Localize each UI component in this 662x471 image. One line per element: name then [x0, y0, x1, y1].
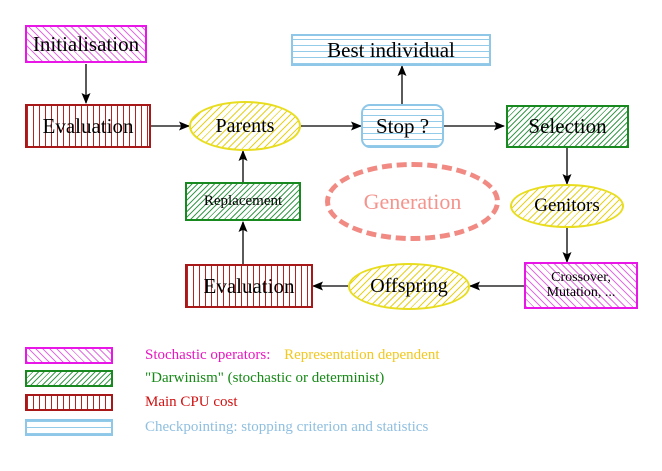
- legend-swatch-magenta-diagonal-hatch: [25, 347, 113, 364]
- legend-label-darwinism: "Darwinism" (stochastic or determinist): [145, 370, 385, 386]
- legend-extra-representation: Representation dependent: [284, 347, 440, 363]
- legend-label-cpu-cost: Main CPU cost: [145, 394, 238, 410]
- node-genitors[interactable]: Genitors: [510, 184, 624, 228]
- node-selection[interactable]: Selection: [506, 105, 629, 148]
- node-offspring[interactable]: Offspring: [348, 263, 470, 310]
- node-evaluation-bottom[interactable]: Evaluation: [185, 264, 313, 308]
- legend-label-checkpointing: Checkpointing: stopping criterion and st…: [145, 419, 429, 435]
- node-replacement[interactable]: Replacement: [185, 182, 301, 221]
- legend-row-stochastic: Stochastic operators: Representation dep…: [25, 347, 440, 364]
- legend-row-checkpointing: Checkpointing: stopping criterion and st…: [25, 419, 428, 436]
- node-generation: Generation: [325, 162, 500, 241]
- node-evaluation-top[interactable]: Evaluation: [25, 104, 151, 148]
- legend-label-stochastic: Stochastic operators:: [145, 347, 271, 363]
- legend-swatch-blue-horizontal-hatch: [25, 419, 113, 436]
- legend-swatch-red-vertical-hatch: [25, 394, 113, 411]
- legend-row-cpu-cost: Main CPU cost: [25, 394, 238, 411]
- node-crossover-mutation[interactable]: Crossover, Mutation, ...: [524, 262, 638, 309]
- node-best-individual[interactable]: Best individual: [291, 34, 491, 66]
- node-parents[interactable]: Parents: [189, 101, 301, 151]
- legend-row-darwinism: "Darwinism" (stochastic or determinist): [25, 370, 384, 387]
- node-stop[interactable]: Stop ?: [361, 104, 444, 148]
- node-initialisation[interactable]: Initialisation: [25, 25, 147, 63]
- legend-swatch-green-diagonal-hatch: [25, 370, 113, 387]
- legend-label-group: Stochastic operators: Representation dep…: [145, 347, 440, 364]
